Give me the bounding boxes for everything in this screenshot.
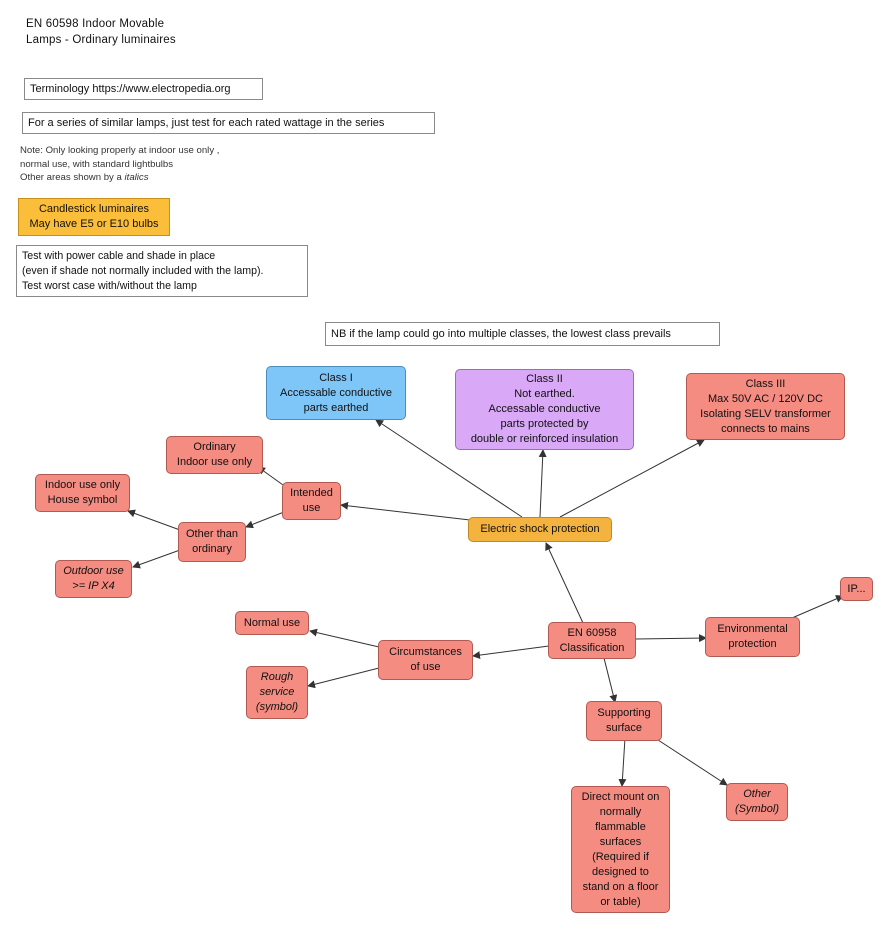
- class-iii-node[interactable]: Class III Max 50V AC / 120V DC Isolating…: [686, 373, 845, 440]
- class-i-node[interactable]: Class I Accessable conductive parts eart…: [266, 366, 406, 420]
- scope-note-line3-prefix: Other areas shown by a: [20, 172, 122, 183]
- edge-en-supporting: [603, 657, 618, 703]
- terminology-note: Terminology https://www.electropedia.org: [24, 78, 263, 100]
- en-60958-classification-node[interactable]: EN 60958 Classification: [548, 622, 636, 659]
- supporting-surface-node[interactable]: Supporting surface: [586, 701, 662, 741]
- intended-use-node[interactable]: Intended use: [282, 482, 341, 520]
- rough-service-node[interactable]: Rough service (symbol): [246, 666, 308, 719]
- other-than-ordinary-node[interactable]: Other than ordinary: [178, 522, 246, 562]
- direct-mount-node[interactable]: Direct mount on normally flammable surfa…: [571, 786, 670, 913]
- outdoor-use-node[interactable]: Outdoor use >= IP X4: [55, 560, 132, 598]
- ordinary-node[interactable]: Ordinary Indoor use only: [166, 436, 263, 474]
- edge-intended-otherthan: [245, 511, 285, 529]
- edge-shock-intended: [340, 501, 471, 521]
- edge-en-environmental: [635, 634, 707, 643]
- environmental-protection-node[interactable]: Environmental protection: [705, 617, 800, 657]
- edge-shock-class2: [538, 449, 547, 518]
- scope-note-line3-italic: italics: [124, 172, 149, 183]
- edge-supporting-direct: [618, 737, 627, 787]
- nb-note: NB if the lamp could go into multiple cl…: [325, 322, 720, 346]
- scope-note: Note: Only looking properly at indoor us…: [20, 144, 219, 185]
- scope-note-line2: normal use, with standard lightbulbs: [20, 158, 174, 170]
- edge-en-shock: [545, 542, 584, 624]
- normal-use-node[interactable]: Normal use: [235, 611, 309, 635]
- indoor-use-node[interactable]: Indoor use only House symbol: [35, 474, 130, 512]
- edge-en-circumstances: [472, 645, 550, 660]
- candlestick-note: Candlestick luminaires May have E5 or E1…: [18, 198, 170, 236]
- electric-shock-protection-node[interactable]: Electric shock protection: [468, 517, 612, 542]
- edge-environmental-ip: [791, 595, 844, 619]
- edge-shock-class3: [559, 439, 705, 518]
- circumstances-of-use-node[interactable]: Circumstances of use: [378, 640, 473, 680]
- edge-supporting-other: [654, 737, 728, 786]
- edge-circumstances-rough: [307, 667, 380, 689]
- scope-note-line3: Other areas shown by a italics: [20, 171, 219, 185]
- test-note: Test with power cable and shade in place…: [16, 245, 308, 297]
- edge-shock-class1: [375, 419, 523, 518]
- series-note: For a series of similar lamps, just test…: [22, 112, 435, 134]
- edge-otherthan-outdoor: [132, 549, 181, 569]
- edge-otherthan-indoor: [127, 509, 181, 531]
- ip-node[interactable]: IP...: [840, 577, 873, 601]
- class-ii-node[interactable]: Class II Not earthed. Accessable conduct…: [455, 369, 634, 450]
- scope-note-line1: Note: Only looking properly at indoor us…: [20, 145, 220, 156]
- other-symbol-node[interactable]: Other (Symbol): [726, 783, 788, 821]
- edge-circumstances-normal: [309, 628, 380, 648]
- diagram-title: EN 60598 Indoor Movable Lamps - Ordinary…: [26, 18, 176, 46]
